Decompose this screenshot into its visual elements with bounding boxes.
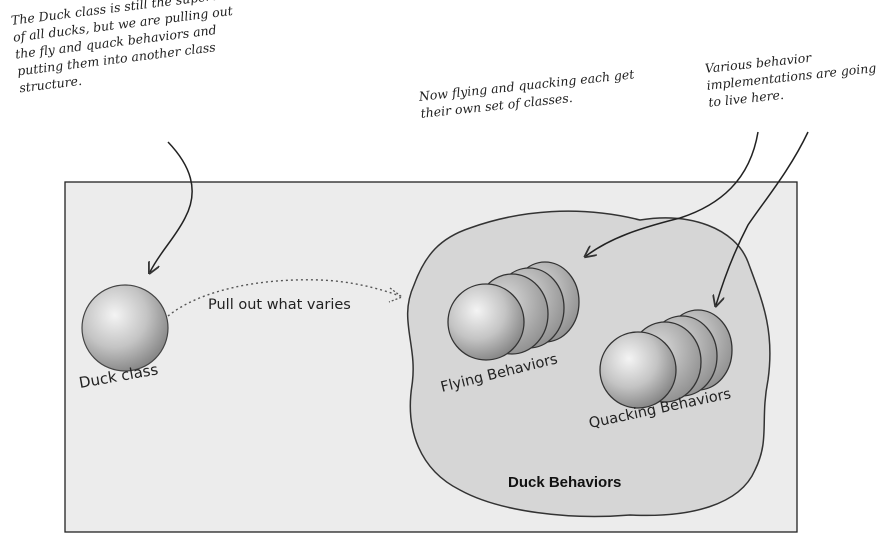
flying-behaviors-stack	[447, 261, 580, 361]
duck-class-sphere	[81, 284, 169, 372]
pull-out-label: Pull out what varies	[208, 297, 351, 313]
duck-class-arrow	[150, 141, 193, 272]
pull-out-arrowhead	[388, 287, 404, 303]
quacking-arrow	[716, 131, 809, 305]
pull-out-arrow	[167, 279, 401, 317]
quacking-behaviors-stack	[599, 309, 733, 409]
duck-behaviors-label: Duck Behaviors	[508, 474, 621, 491]
flying-arrow	[586, 131, 759, 256]
